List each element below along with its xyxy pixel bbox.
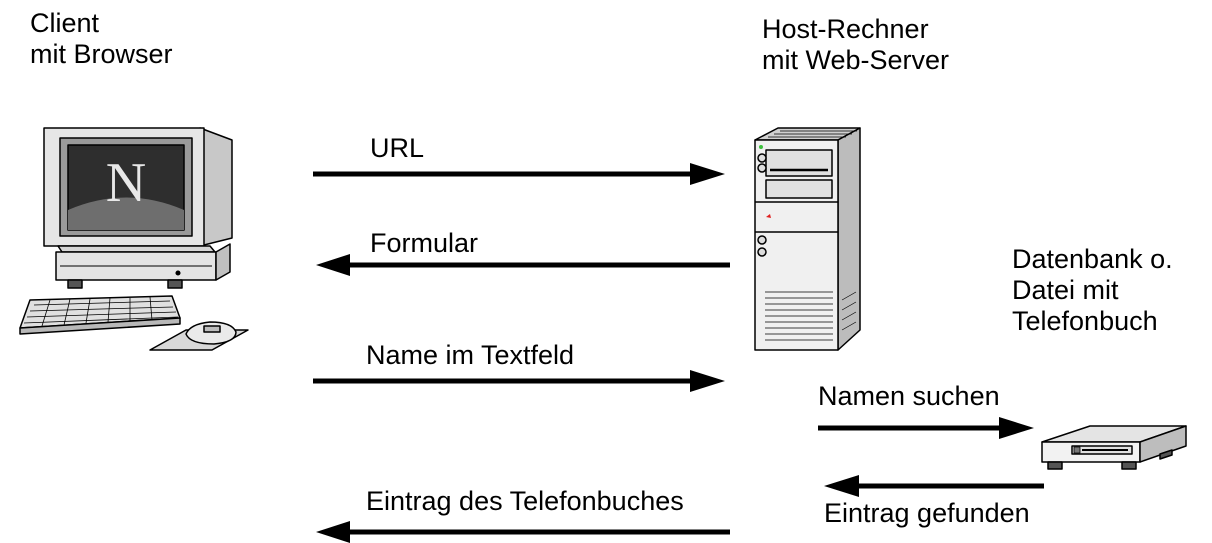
arrow-label-name: Name im Textfeld bbox=[366, 340, 575, 370]
arrow-namen-suchen bbox=[818, 417, 1034, 439]
client-label-line2: mit Browser bbox=[30, 39, 173, 69]
host-label-line2: mit Web-Server bbox=[762, 45, 950, 75]
arrow-eintrag-gefunden bbox=[824, 475, 1044, 497]
host-label-line1: Host-Rechner bbox=[762, 14, 929, 44]
client-computer-icon: N bbox=[19, 127, 249, 351]
database-label-line2: Datei mit bbox=[1012, 275, 1119, 305]
arrow-label-eintrag-gefunden: Eintrag gefunden bbox=[824, 498, 1030, 528]
arrow-name bbox=[313, 370, 725, 392]
client-label: Client mit Browser bbox=[30, 8, 173, 70]
arrow-label-url: URL bbox=[370, 133, 425, 163]
arrow-url bbox=[313, 163, 725, 185]
database-label-line3: Telefonbuch bbox=[1012, 306, 1158, 336]
client-label-line1: Client bbox=[30, 8, 100, 38]
arrow-label-formular: Formular bbox=[370, 228, 479, 258]
database-label-line1: Datenbank o. bbox=[1012, 244, 1173, 274]
database-label: Datenbank o. Datei mit Telefonbuch bbox=[1012, 244, 1173, 337]
arrow-formular bbox=[316, 254, 730, 276]
arrow-label-namen-suchen: Namen suchen bbox=[818, 381, 1000, 411]
server-icon bbox=[754, 127, 861, 351]
host-label: Host-Rechner mit Web-Server bbox=[762, 14, 949, 76]
database-drive-icon bbox=[1041, 425, 1187, 470]
arrow-eintrag-telefonbuch bbox=[316, 521, 730, 543]
arrow-label-eintrag-telefonbuch: Eintrag des Telefonbuches bbox=[366, 486, 684, 516]
netscape-logo: N bbox=[106, 152, 146, 214]
